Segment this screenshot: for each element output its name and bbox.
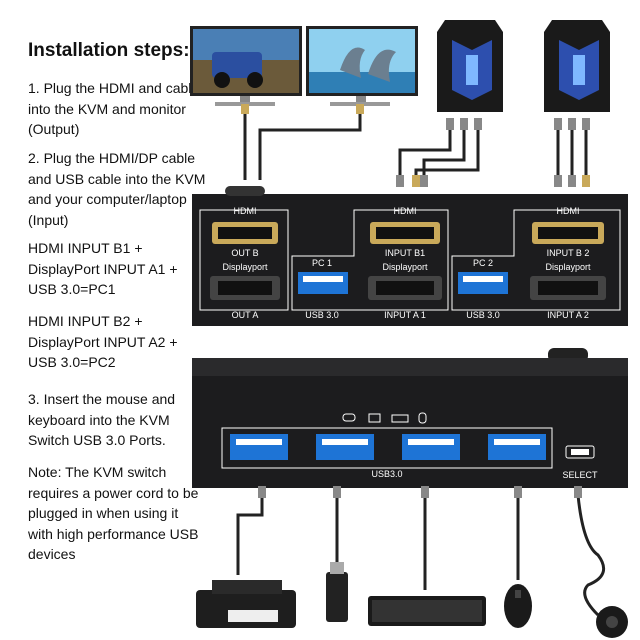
kvm-front-panel (192, 348, 628, 488)
out-a-label: OUT A (232, 310, 259, 320)
output-section (199, 209, 289, 311)
printer-icon (368, 413, 381, 423)
usb30-label-pc1: USB 3.0 (305, 310, 339, 320)
pc-cable-plugs (396, 118, 590, 187)
pc2-label: PC 2 (473, 258, 493, 268)
hdmi-label-b1: HDMI (394, 206, 417, 216)
step-3: 3. Insert the mouse and keyboard into th… (28, 391, 176, 448)
select-button[interactable] (565, 445, 595, 459)
pc2-section (451, 209, 621, 311)
printer-device (196, 580, 296, 628)
keyboard-icon (391, 414, 409, 423)
input-b2-label: INPUT B 2 (547, 248, 590, 258)
input-a2-label: INPUT A 2 (547, 310, 589, 320)
displayport-label-out: Displayport (222, 262, 268, 272)
instructions-title: Installation steps: (28, 40, 190, 61)
monitor-right (306, 26, 418, 106)
usb-port-2[interactable] (316, 434, 374, 460)
monitor-left (190, 26, 302, 106)
usb-port-3[interactable] (402, 434, 460, 460)
mouse-device (504, 584, 532, 628)
usb-port-4[interactable] (488, 434, 546, 460)
wired-select-switch (596, 606, 628, 638)
pc1-label: PC 1 (312, 258, 332, 268)
usb-flash-drive (326, 562, 348, 622)
pc2-mapping: HDMI INPUT B2 + DisplayPort INPUT A2 + U… (28, 313, 178, 370)
kvm-rear-panel (192, 194, 628, 326)
monitor-cables (243, 110, 362, 180)
pc-cables (398, 130, 588, 175)
hdmi-label-b2: HDMI (557, 206, 580, 216)
displayport-label-a1: Displayport (382, 262, 428, 272)
pc-tower-2 (544, 20, 610, 112)
out-b-label: OUT B (231, 248, 258, 258)
keyboard-device (368, 596, 486, 626)
power-note: Note: The KVM switch requires a power co… (28, 464, 199, 562)
input-b1-label: INPUT B1 (385, 248, 425, 258)
pc-tower-1 (437, 20, 503, 112)
peripheral-cables (236, 494, 606, 617)
step-2: 2. Plug the HDMI/DP cable and USB cable … (28, 150, 206, 228)
input-a1-label: INPUT A 1 (384, 310, 426, 320)
usb30-front-label: USB3.0 (371, 469, 402, 479)
usb-port-1[interactable] (230, 434, 288, 460)
gamepad-icon (342, 413, 356, 422)
displayport-label-a2: Displayport (545, 262, 591, 272)
pc1-mapping: HDMI INPUT B1 + DisplayPort INPUT A1 + U… (28, 240, 178, 297)
usb30-label-pc2: USB 3.0 (466, 310, 500, 320)
pc1-section (291, 209, 449, 311)
hdmi-label-out: HDMI (234, 206, 257, 216)
select-label: SELECT (562, 470, 598, 480)
mouse-icon (418, 412, 427, 424)
step-1: 1. Plug the HDMI and cable into the KVM … (28, 80, 200, 137)
